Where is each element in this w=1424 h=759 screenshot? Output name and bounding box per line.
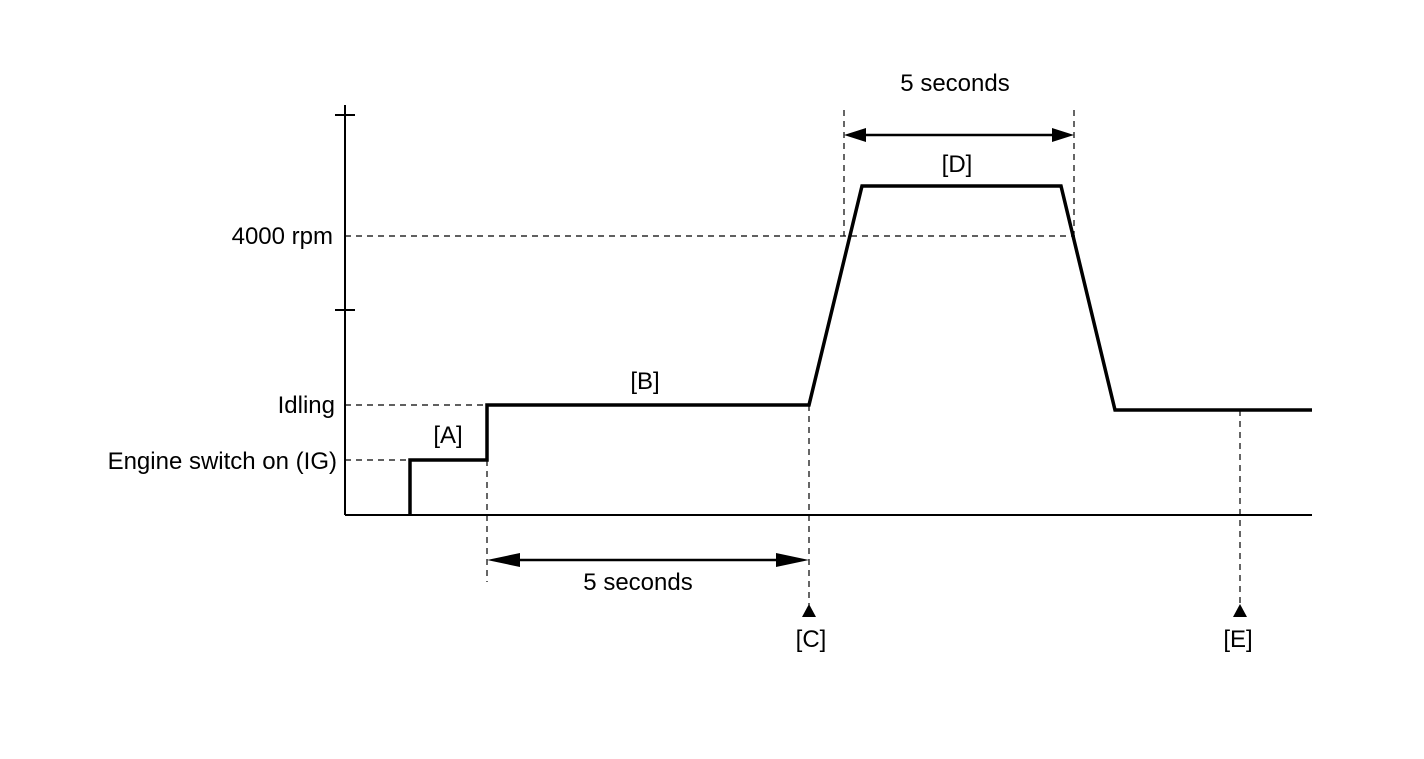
label-phase-c: [C] bbox=[796, 626, 827, 653]
label-4000rpm: 4000 rpm bbox=[232, 223, 333, 250]
top-duration-right-arrowhead bbox=[1052, 128, 1074, 142]
top-duration-dimension bbox=[844, 128, 1074, 142]
label-phase-d: [D] bbox=[942, 151, 973, 178]
label-idling: Idling bbox=[278, 392, 335, 419]
top-duration-left-arrowhead bbox=[844, 128, 866, 142]
bottom-duration-dimension bbox=[487, 553, 809, 567]
bottom-duration-right-arrowhead bbox=[776, 553, 809, 567]
label-engine-switch-on: Engine switch on (IG) bbox=[108, 448, 337, 475]
label-top-duration: 5 seconds bbox=[900, 70, 1009, 97]
engine-speed-curve bbox=[408, 184, 1312, 515]
label-phase-b: [B] bbox=[630, 368, 659, 395]
e-marker-triangle bbox=[1233, 604, 1247, 617]
label-bottom-duration: 5 seconds bbox=[583, 569, 692, 596]
axes bbox=[335, 105, 1312, 516]
reference-lines bbox=[345, 110, 1241, 605]
label-phase-e: [E] bbox=[1223, 626, 1252, 653]
c-marker-triangle bbox=[802, 604, 816, 617]
bottom-duration-left-arrowhead bbox=[487, 553, 520, 567]
label-phase-a: [A] bbox=[433, 422, 462, 449]
